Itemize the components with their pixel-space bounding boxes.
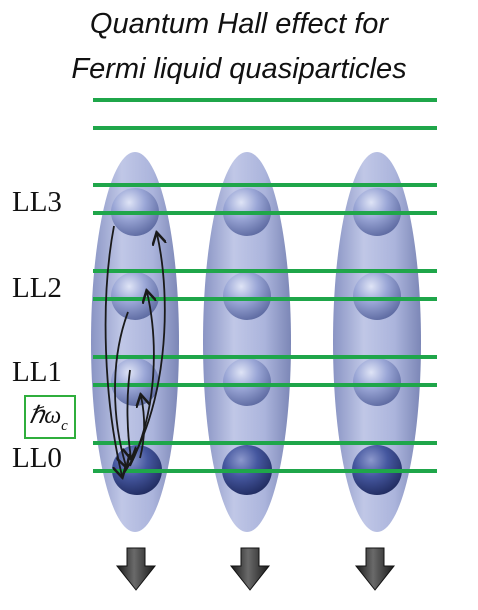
cyclotron-energy-label-box: ℏωc <box>24 395 76 439</box>
hbar-omega-symbol: ℏω <box>29 403 62 429</box>
ellipsoid-right <box>333 152 421 532</box>
down-arrow-icon <box>354 547 396 591</box>
down-arrow-icon <box>229 547 271 591</box>
quasiparticle-spheres <box>111 188 402 495</box>
ll1-label: LL1 <box>12 356 62 388</box>
ellipsoid-left <box>91 152 179 532</box>
ll2-label: LL2 <box>12 272 62 304</box>
down-arrow-icon <box>115 547 157 591</box>
ellipsoid-middle <box>203 152 291 532</box>
cyclotron-energy-label: ℏωc <box>29 401 68 434</box>
title-line-2: Fermi liquid quasiparticles <box>71 53 407 85</box>
subscript-c: c <box>61 418 68 434</box>
ll0-label: LL0 <box>12 442 62 474</box>
ll3-label: LL3 <box>12 186 62 218</box>
level-lines <box>93 98 437 473</box>
transition-arrows <box>104 225 165 476</box>
title-line-1: Quantum Hall effect for <box>89 8 389 40</box>
